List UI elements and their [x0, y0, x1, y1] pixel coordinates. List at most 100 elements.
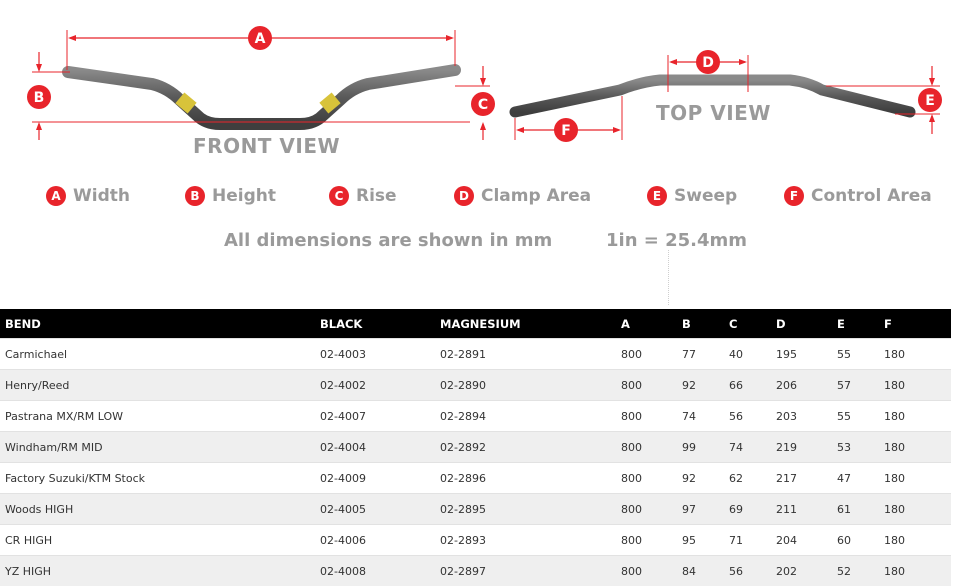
- table-cell: 52: [832, 556, 879, 586]
- table-cell: 56: [724, 401, 771, 432]
- legend-badge-e: E: [647, 186, 667, 206]
- table-cell: Woods HIGH: [0, 494, 315, 525]
- svg-text:D: D: [702, 55, 714, 71]
- table-cell: 55: [832, 339, 879, 370]
- col-c: C: [724, 309, 771, 339]
- table-cell: Henry/Reed: [0, 370, 315, 401]
- legend-badge-f: F: [784, 186, 804, 206]
- col-magnesium: MAGNESIUM: [435, 309, 616, 339]
- table-cell: 217: [771, 463, 832, 494]
- units-note: All dimensions are shown in mm: [224, 230, 552, 251]
- handlebar-diagram: A B C D E F FRONT VIEW TOP VIEW A Width …: [0, 0, 957, 305]
- table-cell: 02-4008: [315, 556, 435, 586]
- table-cell: 180: [879, 463, 951, 494]
- table-header-row: BEND BLACK MAGNESIUM A B C D E F: [0, 309, 951, 339]
- table-cell: 02-2892: [435, 432, 616, 463]
- table-cell: 61: [832, 494, 879, 525]
- table-cell: 02-4006: [315, 525, 435, 556]
- table-cell: 62: [724, 463, 771, 494]
- legend-control-area: F Control Area: [784, 186, 932, 206]
- table-cell: 180: [879, 370, 951, 401]
- svg-text:A: A: [255, 31, 266, 47]
- table-cell: 71: [724, 525, 771, 556]
- table-cell: 206: [771, 370, 832, 401]
- table-cell: 02-2891: [435, 339, 616, 370]
- table-cell: 84: [677, 556, 724, 586]
- conversion-note: 1in = 25.4mm: [606, 230, 747, 251]
- table-cell: Carmichael: [0, 339, 315, 370]
- legend-sweep: E Sweep: [647, 186, 737, 206]
- table-cell: 57: [832, 370, 879, 401]
- svg-text:E: E: [925, 93, 935, 109]
- table-cell: 180: [879, 432, 951, 463]
- table-cell: 02-2897: [435, 556, 616, 586]
- table-cell: 99: [677, 432, 724, 463]
- table-cell: 47: [832, 463, 879, 494]
- table-cell: 56: [724, 556, 771, 586]
- table-cell: 97: [677, 494, 724, 525]
- table-cell: 800: [616, 556, 677, 586]
- table-cell: 02-4002: [315, 370, 435, 401]
- svg-text:B: B: [34, 90, 45, 106]
- table-cell: 53: [832, 432, 879, 463]
- table-cell: 800: [616, 432, 677, 463]
- table-cell: 66: [724, 370, 771, 401]
- table-cell: Windham/RM MID: [0, 432, 315, 463]
- table-cell: 02-4003: [315, 339, 435, 370]
- dimension-drawing: A B C D E F: [0, 0, 957, 305]
- table-cell: 180: [879, 339, 951, 370]
- table-cell: 95: [677, 525, 724, 556]
- table-cell: 92: [677, 463, 724, 494]
- table-cell: 77: [677, 339, 724, 370]
- table-cell: 02-2890: [435, 370, 616, 401]
- col-d: D: [771, 309, 832, 339]
- table-cell: 204: [771, 525, 832, 556]
- table-cell: 800: [616, 525, 677, 556]
- table-cell: 55: [832, 401, 879, 432]
- legend-badge-c: C: [329, 186, 349, 206]
- legend-badge-d: D: [454, 186, 474, 206]
- table-cell: 195: [771, 339, 832, 370]
- col-bend: BEND: [0, 309, 315, 339]
- marker-c: C: [471, 92, 495, 116]
- table-cell: 211: [771, 494, 832, 525]
- table-cell: 180: [879, 556, 951, 586]
- legend-label-width: Width: [73, 186, 130, 206]
- svg-text:F: F: [561, 123, 571, 139]
- table-cell: 180: [879, 401, 951, 432]
- table-cell: 800: [616, 401, 677, 432]
- marker-e: E: [918, 88, 942, 112]
- table-cell: 800: [616, 463, 677, 494]
- front-view-label: FRONT VIEW: [193, 134, 340, 158]
- table-cell: 800: [616, 370, 677, 401]
- table-cell: CR HIGH: [0, 525, 315, 556]
- table-cell: 800: [616, 339, 677, 370]
- svg-text:C: C: [478, 97, 488, 113]
- top-view-label: TOP VIEW: [656, 101, 771, 125]
- legend-label-sweep: Sweep: [674, 186, 737, 206]
- col-black: BLACK: [315, 309, 435, 339]
- marker-b: B: [27, 85, 51, 109]
- table-cell: 800: [616, 494, 677, 525]
- col-e: E: [832, 309, 879, 339]
- table-cell: 180: [879, 525, 951, 556]
- legend-height: B Height: [185, 186, 276, 206]
- table-cell: 02-2893: [435, 525, 616, 556]
- table-cell: 02-4007: [315, 401, 435, 432]
- table-cell: 69: [724, 494, 771, 525]
- table-cell: 02-4004: [315, 432, 435, 463]
- table-cell: 92: [677, 370, 724, 401]
- legend-badge-a: A: [46, 186, 66, 206]
- table-cell: 40: [724, 339, 771, 370]
- table-cell: 202: [771, 556, 832, 586]
- col-a: A: [616, 309, 677, 339]
- table-cell: 02-2896: [435, 463, 616, 494]
- table-cell: 02-2894: [435, 401, 616, 432]
